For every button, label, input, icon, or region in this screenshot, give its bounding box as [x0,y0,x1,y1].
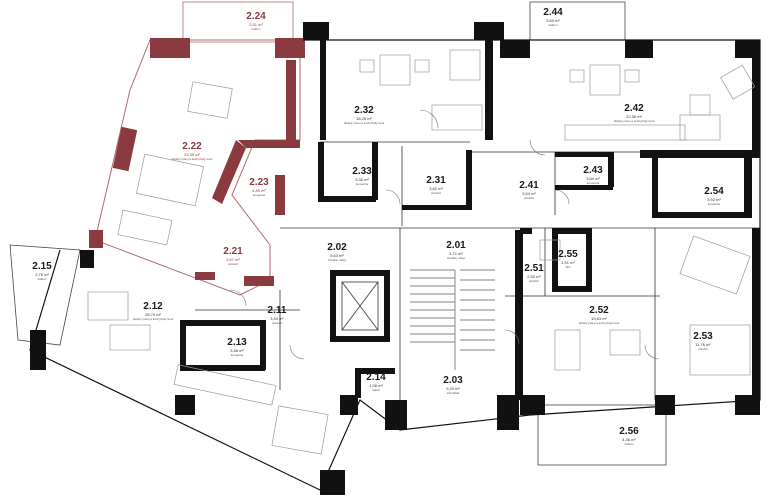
highlighted-unit [89,38,305,296]
partition-lines [195,141,760,400]
stair-treads [410,269,495,370]
furniture [87,49,756,455]
door-swings [229,109,660,360]
outer-walls [29,39,761,491]
structural-walls [30,22,760,495]
elevator [341,281,379,331]
balconies [9,1,667,466]
